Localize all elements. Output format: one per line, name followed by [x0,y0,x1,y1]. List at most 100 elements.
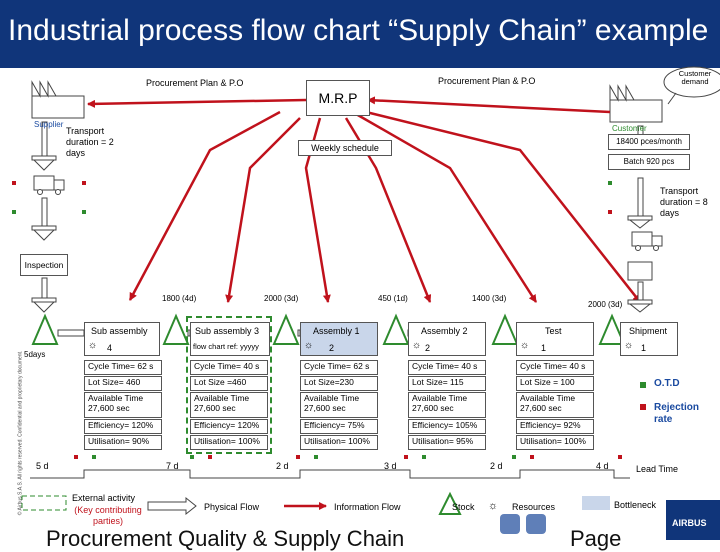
legend-information: Information Flow [334,502,401,512]
inspection-label: Inspection [24,260,64,270]
metric-available-time: Available Time 27,600 sec [190,392,268,418]
metric-available-time: Available Time 27,600 sec [408,392,486,418]
metric-lot-size: Lot Size = 100 [516,376,594,391]
process-box-6: Shipment 1 [620,322,678,356]
metric-cycle-time: Cycle Time= 62 s [84,360,162,375]
process-box-2: Sub assembly 3 flow chart ref: yyyyy [190,322,270,356]
supplier-label: Supplier [34,120,64,129]
customer-demand-label: Customer demand [678,69,712,87]
flow-diagram [12,66,720,540]
metric-available-time: Available Time 27,600 sec [84,392,162,418]
stock-count-4: 1400 (3d) [472,294,507,303]
lead-time-2: 7 d [166,461,179,471]
resources-icon: ☼ [624,340,634,351]
process-resources-6: 1 [641,343,647,353]
process-box-5: Test 1 [516,322,594,356]
transport-duration-right: Transport duration = 8 days [660,186,708,218]
kpi-rejection: Rejection rate [654,402,700,425]
metric-lot-size: Lot Size= 115 [408,376,486,391]
airbus-logo [666,500,720,540]
metric-lot-size: Lot Size=230 [300,376,378,391]
process-name-6: Shipment [629,326,668,336]
stock-triangles [31,313,626,345]
footer-text: Procurement Quality & Supply Chain [46,526,405,551]
metric-utilisation: Utilisation= 90% [84,435,162,450]
lead-time-6: 4 d [596,461,609,471]
supplier-factory-icon [31,80,85,119]
outbound-physical-flow [627,125,663,313]
stock-count-2: 2000 (3d) [264,294,299,303]
lead-time-dots [74,455,622,459]
procurement-plan-right: Procurement Plan & P.O [438,76,536,86]
process-name-3: Assembly 1 [313,326,360,336]
metric-cycle-time: Cycle Time= 62 s [300,360,378,375]
lead-time-1: 5 d [36,461,49,471]
legend-external-note: (Key contributing parties) [74,505,142,526]
footer-page: Page [570,526,622,551]
demand-rate-box: 18400 pces/month [608,134,690,150]
otd-marker [640,382,646,388]
rejection-marker [640,404,646,410]
kpi-otd: O.T.D [654,378,680,389]
lead-time-4: 3 d [384,461,397,471]
process-box-1: Sub assembly 4 [84,322,160,356]
procurement-plan-left: Procurement Plan & P.O [146,78,244,88]
transport-duration-left: Transport duration = 2 days [66,126,114,158]
metric-utilisation: Utilisation= 95% [408,435,486,450]
nav-icons [500,514,546,534]
process-note-2: flow chart ref: yyyyy [193,342,259,351]
brand-label: AIRBUS [672,518,707,528]
metric-utilisation: Utilisation= 100% [190,435,268,450]
process-resources-4: 2 [425,343,431,353]
information-flow-arrows [87,96,641,303]
metric-utilisation: Utilisation= 100% [516,435,594,450]
metric-efficiency: Efficiency= 92% [516,419,594,434]
lead-time-line [30,469,630,479]
status-dots-top [12,181,612,214]
metric-cycle-time: Cycle Time= 40 s [408,360,486,375]
mrp-box: M.R.P [306,80,370,116]
legend-bottleneck: Bottleneck [614,500,657,510]
legend-physical: Physical Flow [204,502,260,512]
process-name-2: Sub assembly 3 [195,326,260,336]
metric-utilisation: Utilisation= 100% [300,435,378,450]
legend-stock: Stock [452,502,475,512]
metric-efficiency: Efficiency= 105% [408,419,486,434]
truck-icon-right [631,231,663,251]
legend-resources: Resources [512,502,556,512]
confidentiality-note: © Airbus S.A.S. All rights reserved. Con… [17,350,24,516]
metric-lot-size: Lot Size =460 [190,376,268,391]
customer-label: Customer [612,124,647,133]
metric-efficiency: Efficiency= 120% [190,419,268,434]
resources-icon: ☼ [88,340,98,351]
process-box-4: Assembly 2 2 [408,322,486,356]
resources-icon: ☼ [488,500,499,512]
external-activity-frame [186,316,272,454]
legend-external: External activity [72,493,136,503]
process-box-3-bottleneck: Assembly 1 2 [300,322,378,356]
resources-icon: ☼ [520,340,530,351]
batch-label: Batch 920 pcs [623,157,675,166]
weekly-schedule-box: Weekly schedule [298,140,392,156]
metric-available-time: Available Time 27,600 sec [516,392,594,418]
mrp-label: M.R.P [318,90,358,106]
metric-efficiency: Efficiency= 75% [300,419,378,434]
metric-efficiency: Efficiency= 120% [84,419,162,434]
lead-time-label: Lead Time [636,464,679,474]
legend-glyphs [21,491,610,516]
lead-time-5: 2 d [490,461,503,471]
stock-count-5: 2000 (3d) [588,300,623,309]
demand-rate-label: 18400 pces/month [616,137,682,146]
metric-cycle-time: Cycle Time= 40 s [190,360,268,375]
customer-demand-bubble [663,66,720,105]
process-resources-5: 1 [541,343,547,353]
metric-cycle-time: Cycle Time= 40 s [516,360,594,375]
inbound-physical-flow [31,121,65,313]
weekly-schedule-label: Weekly schedule [311,143,379,153]
header-bar: Industrial process flow chart “Supply Ch… [0,0,720,68]
stock-count-3: 450 (1d) [378,294,408,303]
resources-icon: ☼ [412,340,422,351]
process-resources-1: 4 [107,343,113,353]
metric-lot-size: Lot Size= 460 [84,376,162,391]
process-name-5: Test [545,326,562,336]
